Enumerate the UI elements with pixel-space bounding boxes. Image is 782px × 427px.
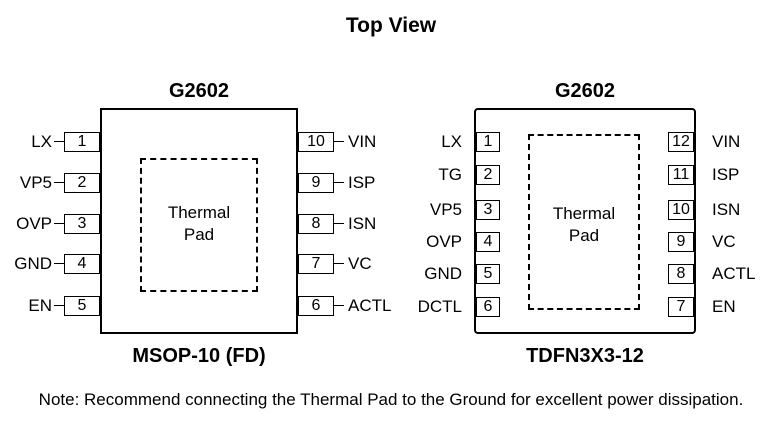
tdfn-pin-label: VIN	[712, 132, 741, 151]
tdfn-pin-number: 10	[668, 200, 694, 220]
tdfn-pad-label-line2: Pad	[568, 226, 600, 245]
tdfn-pin-label: EN	[712, 297, 736, 316]
tdfn-pin-label: GND	[424, 264, 462, 283]
msop-pin-label: VC	[348, 254, 372, 273]
tdfn-pin-number: 6	[476, 297, 500, 317]
msop-pin-lead	[334, 141, 344, 142]
tdfn-pin-number: 1	[476, 132, 500, 152]
msop-pin-label: VIN	[348, 132, 377, 151]
msop-pin-label: ISN	[348, 214, 377, 233]
msop-pin-lead	[334, 263, 344, 264]
tdfn-thermal-pad-label: Thermal Pad	[528, 203, 640, 247]
msop-pin-label: VP5	[19, 173, 52, 192]
tdfn-pin-label: VC	[712, 232, 736, 251]
tdfn-pin-number: 7	[668, 297, 694, 317]
tdfn-pin-number: 5	[476, 264, 500, 284]
tdfn-pin-number: 2	[476, 165, 500, 185]
msop-thermal-pad-label: Thermal Pad	[140, 202, 258, 246]
msop-pin-lead	[334, 305, 344, 306]
tdfn-pin-label: LX	[441, 132, 462, 151]
msop-pin-number: 7	[298, 254, 334, 274]
msop-pin-number: 9	[298, 173, 334, 193]
msop-pin-label: ACTL	[348, 296, 392, 315]
msop-chip-name: G2602	[168, 80, 230, 102]
tdfn-pin-number: 3	[476, 200, 500, 220]
msop-pin-lead	[334, 182, 344, 183]
footnote: Note: Recommend connecting the Thermal P…	[38, 390, 744, 409]
msop-pin-number: 6	[298, 296, 334, 316]
msop-pin-number: 3	[64, 214, 100, 234]
tdfn-pin-label: DCTL	[417, 297, 462, 316]
tdfn-package-name: TDFN3X3-12	[526, 345, 644, 367]
tdfn-pin-label: TG	[438, 165, 462, 184]
tdfn-pin-number: 12	[668, 132, 694, 152]
tdfn-pin-number: 8	[668, 264, 694, 284]
tdfn-pin-number: 9	[668, 232, 694, 252]
msop-thermal-pad	[140, 158, 258, 292]
tdfn-chip-name: G2602	[554, 80, 616, 102]
tdfn-pin-number: 4	[476, 232, 500, 252]
msop-pin-label: OVP	[16, 214, 52, 233]
msop-pin-lead	[334, 223, 344, 224]
msop-pin-number: 4	[64, 254, 100, 274]
tdfn-pin-label: OVP	[426, 232, 462, 251]
msop-pin-label: GND	[14, 254, 52, 273]
tdfn-pin-label: ISP	[712, 165, 740, 184]
tdfn-body	[474, 108, 696, 334]
msop-pin-lead	[54, 182, 64, 183]
tdfn-pin-number: 11	[668, 165, 694, 185]
msop-pin-number: 5	[64, 296, 100, 316]
tdfn-pin-label: ISN	[712, 200, 741, 219]
msop-pin-number: 8	[298, 214, 334, 234]
msop-pin-label: LX	[31, 132, 52, 151]
msop-pin-lead	[54, 263, 64, 264]
msop-body	[100, 108, 298, 334]
msop-pin-lead	[54, 305, 64, 306]
tdfn-pin-label: VP5	[429, 200, 462, 219]
msop-pin-lead	[54, 141, 64, 142]
tdfn-pin-label: ACTL	[712, 264, 756, 283]
tdfn-thermal-pad	[528, 134, 640, 310]
page-title: Top View	[345, 14, 437, 37]
msop-pin-number: 1	[64, 132, 100, 152]
msop-package-name: MSOP-10 (FD)	[132, 345, 266, 367]
tdfn-pad-label-line1: Thermal	[552, 204, 616, 223]
msop-pad-label-line1: Thermal	[167, 203, 231, 222]
msop-pin-label: EN	[28, 296, 52, 315]
msop-pin-lead	[54, 223, 64, 224]
msop-pad-label-line2: Pad	[183, 225, 215, 244]
msop-pin-number: 10	[298, 132, 334, 152]
msop-pin-number: 2	[64, 173, 100, 193]
msop-pin-label: ISP	[348, 173, 376, 192]
